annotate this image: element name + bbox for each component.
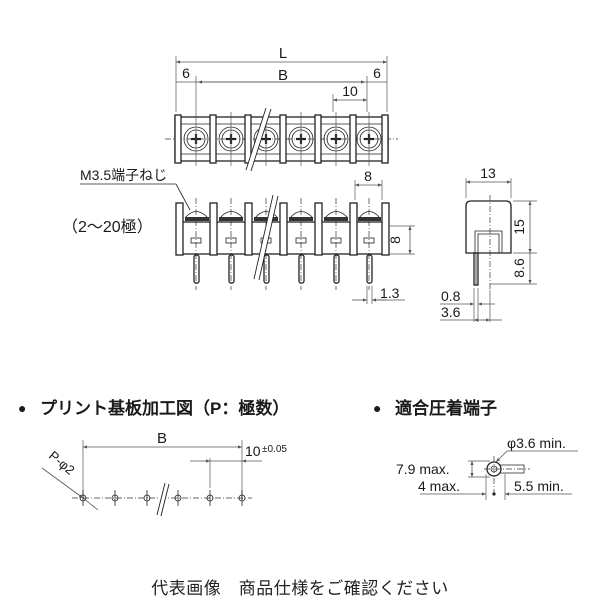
crimp-dim-width: 7.9 max. bbox=[396, 461, 450, 477]
break-mark-icon bbox=[253, 194, 279, 281]
top-view: L B 6 6 10 bbox=[165, 45, 398, 173]
crimp-terminal-section: ● 適合圧着端子 φ3.6 min. 7.9 max. 4 max. 5.5 m… bbox=[373, 398, 578, 500]
dim-terminal-width: 8 bbox=[364, 168, 372, 184]
break-mark-icon bbox=[155, 482, 170, 517]
dim-pitch-label: 10 bbox=[342, 83, 358, 99]
dim-pin-width: 1.3 bbox=[380, 285, 400, 301]
pcb-dim-pitch: 10 bbox=[245, 443, 261, 459]
dim-pin-length: 8.6 bbox=[511, 258, 527, 278]
dim-height: 8 bbox=[387, 236, 403, 244]
crimp-dim-edge: 4 max. bbox=[418, 478, 460, 494]
pcb-dim-B: B bbox=[157, 430, 167, 447]
dim-pin-thickness: 0.8 bbox=[441, 288, 461, 304]
break-mark-icon bbox=[245, 107, 272, 173]
crimp-dim-length: 5.5 min. bbox=[514, 478, 564, 494]
top-terminals bbox=[174, 112, 389, 166]
pcb-dim-hole: P-φ2 bbox=[46, 448, 78, 478]
dim-margin-right: 6 bbox=[373, 65, 381, 81]
dim-body-height: 15 bbox=[511, 219, 527, 235]
pole-range-label: （2〜20極） bbox=[62, 218, 153, 236]
crimp-bullet: ● bbox=[373, 400, 381, 416]
dim-L-label: L bbox=[279, 45, 287, 62]
side-view: 13 15 8.6 0.8 3.6 bbox=[440, 165, 537, 322]
dim-margin-left: 6 bbox=[182, 65, 190, 81]
front-view: M3.5端子ねじ （2〜20極） 8 bbox=[62, 167, 415, 304]
pcb-heading: プリント基板加工図（P：極数） bbox=[40, 398, 289, 418]
screw-spec-label: M3.5端子ねじ bbox=[80, 167, 167, 183]
crimp-dim-hole: φ3.6 min. bbox=[507, 435, 566, 451]
pcb-dim-tolerance: ±0.05 bbox=[262, 444, 287, 455]
footer-caption: 代表画像 商品仕様をご確認ください bbox=[151, 579, 449, 598]
dim-B-label: B bbox=[278, 67, 288, 84]
dim-pin-offset: 3.6 bbox=[441, 304, 461, 320]
pcb-layout-section: ● プリント基板加工図（P：極数） B 10 ±0.05 P-φ2 bbox=[18, 398, 289, 517]
dim-depth: 13 bbox=[480, 165, 496, 181]
pcb-bullet: ● bbox=[18, 400, 26, 416]
crimp-heading: 適合圧着端子 bbox=[395, 398, 497, 418]
